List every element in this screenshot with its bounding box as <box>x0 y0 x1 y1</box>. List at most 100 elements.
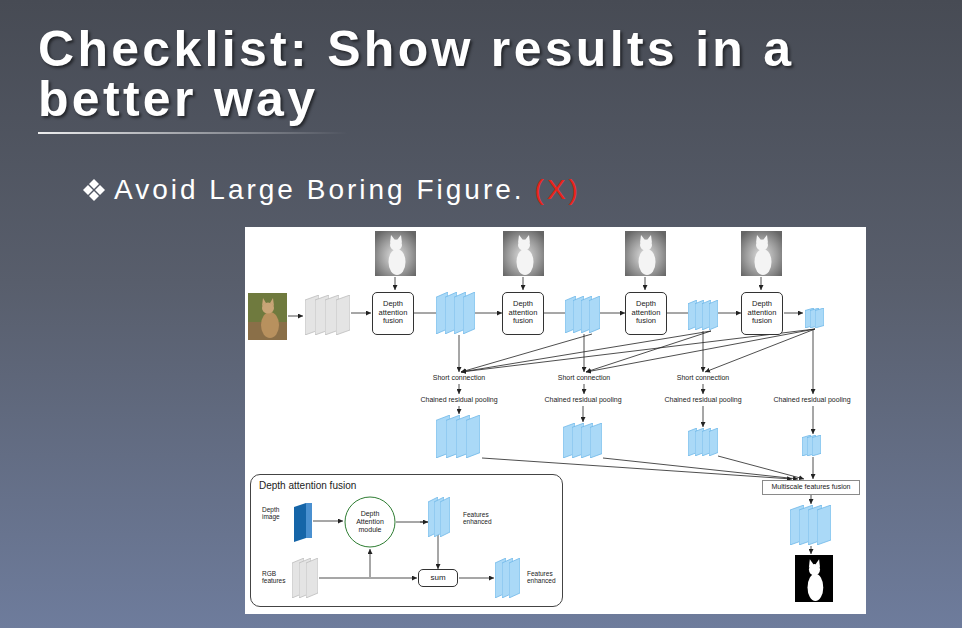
feature-map <box>590 423 602 458</box>
stage-label: Chained residual pooling <box>419 396 498 404</box>
flow-line <box>586 331 711 372</box>
stage-label: Chained residual pooling <box>772 396 851 404</box>
depth-image <box>375 231 416 276</box>
input-label: RGB features <box>261 570 291 585</box>
slab-side <box>306 503 312 538</box>
flow-line <box>461 331 711 372</box>
feature-map <box>440 497 450 537</box>
feature-map <box>466 415 480 458</box>
fusion-box: Multiscale features fusion <box>762 480 860 495</box>
depth-image <box>625 231 666 276</box>
bullet-row: Avoid Large Boring Figure. (X) <box>114 174 581 206</box>
flow-line <box>718 456 804 479</box>
fusion-box: Depth attention fusion <box>625 292 667 335</box>
flow-line <box>313 521 343 522</box>
photo-ground <box>248 293 287 340</box>
flow-line <box>395 277 396 290</box>
feature-map <box>817 505 831 545</box>
flow-line <box>813 406 814 434</box>
rgb-feature-stacks <box>292 295 350 598</box>
feature-map <box>336 295 350 335</box>
flow-line <box>584 384 585 394</box>
feature-map <box>306 558 318 598</box>
circle-outline <box>345 497 395 547</box>
flow-line <box>523 277 524 290</box>
cat-body <box>261 312 279 338</box>
flow-line <box>482 458 792 479</box>
depth-slab <box>294 503 312 542</box>
flow-line <box>461 329 815 372</box>
flow-line <box>645 277 646 290</box>
flow-line <box>784 313 803 314</box>
input-photo <box>248 293 287 340</box>
node-label: Multiscale features fusion <box>772 483 851 491</box>
blue-feature-stacks <box>428 292 831 598</box>
slide-title: Checklist: Show results in a better way <box>38 24 868 124</box>
flow-line <box>703 384 704 394</box>
flow-line <box>586 329 815 372</box>
stage-label: Chained residual pooling <box>543 396 622 404</box>
cat-silhouette <box>389 235 406 275</box>
flow-line <box>459 578 494 579</box>
depth-images <box>375 231 782 276</box>
depth-image <box>741 231 782 276</box>
fusion-box: Depth attention fusion <box>372 292 414 335</box>
cat-silhouette <box>808 559 824 601</box>
stage-label: Chained residual pooling <box>663 396 742 404</box>
flow-line <box>703 331 704 372</box>
feature-map <box>463 292 475 334</box>
output-mask <box>795 555 833 602</box>
feature-map <box>812 435 821 456</box>
flow-line <box>584 334 585 372</box>
flow-lines <box>288 277 815 578</box>
panel-heading: Depth attention fusion <box>259 480 356 492</box>
flow-line <box>705 329 815 372</box>
stage-label: Short connection <box>432 374 487 382</box>
flow-line <box>319 578 417 579</box>
node-label: sum <box>430 573 445 582</box>
stage-label: Short connection <box>676 374 731 382</box>
fusion-box: Depth attention fusion <box>741 292 783 335</box>
title-underline <box>38 132 348 134</box>
feature-map <box>709 300 718 330</box>
cat-silhouette <box>755 235 772 275</box>
flow-line <box>761 277 762 290</box>
node-label: Depth attention fusion <box>630 300 662 326</box>
flow-line <box>811 546 812 554</box>
node-label: Depth attention fusion <box>377 300 409 326</box>
bullet-symbol <box>83 179 105 201</box>
cat-ear <box>270 298 274 306</box>
feature-map <box>589 296 600 333</box>
bullet-text: Avoid Large Boring Figure. <box>114 174 525 206</box>
flow-line <box>461 334 592 372</box>
node-label: Depth attention fusion <box>507 300 539 326</box>
cat-ear <box>262 298 266 306</box>
flow-line <box>288 316 303 317</box>
output-label: Features enhanced <box>526 570 560 585</box>
fusion-box: Depth attention fusion <box>502 292 544 335</box>
feature-map <box>709 428 718 456</box>
cat-silhouette <box>639 235 656 275</box>
flow-line <box>351 313 371 314</box>
verdict-mark: (X) <box>535 174 581 206</box>
flow-line <box>459 406 460 414</box>
flow-line <box>459 384 460 394</box>
feature-map <box>815 308 824 328</box>
stage-label: Short connection <box>557 374 612 382</box>
flow-line <box>583 406 584 422</box>
flow-line <box>811 495 812 504</box>
detail-panel: Depth attention fusionDepth Attention mo… <box>250 474 563 607</box>
figure-panel <box>245 227 866 614</box>
bullet-diamond <box>83 185 93 195</box>
sum-box: sum <box>418 569 458 587</box>
flow-line <box>703 406 704 427</box>
node-label: Depth attention fusion <box>746 300 778 326</box>
output-label: Features enhanced <box>462 511 496 526</box>
flow-line <box>370 549 371 577</box>
flow-line <box>813 329 814 394</box>
mask-ground <box>795 555 833 602</box>
node-label: Depth Attention module <box>354 510 386 534</box>
attention-circle: Depth Attention module <box>344 496 396 548</box>
flow-line <box>813 457 814 479</box>
